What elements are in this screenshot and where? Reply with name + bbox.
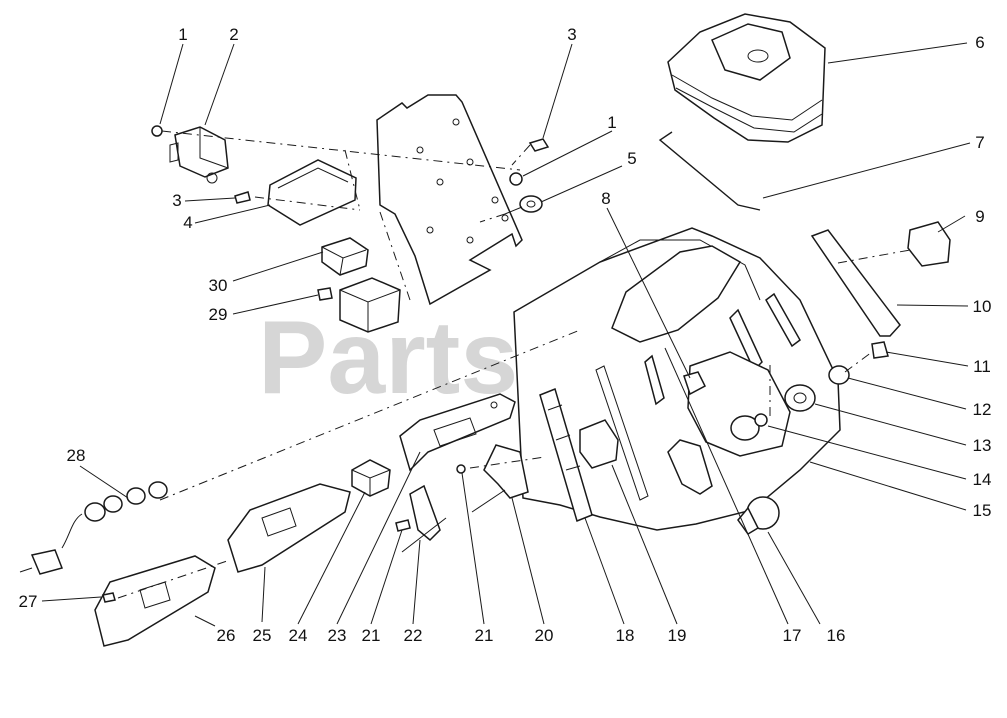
lever-bracket-part [401,484,447,553]
callout-label: 2 [229,25,238,44]
cap-part [737,496,780,535]
callout-label: 22 [404,626,423,645]
ignition-part [730,413,768,441]
lower-panel-part [94,555,216,647]
dash-housing-part [513,227,841,531]
callout-label: 11 [973,357,991,376]
callout-label: 27 [19,592,38,611]
screw-part [234,191,251,204]
screw-part [102,592,116,603]
callout-label: 29 [209,305,228,324]
callout-label: 3 [567,25,576,44]
callout-label: 8 [601,189,610,208]
mounting-plate [376,94,523,306]
callout-label: 16 [827,626,846,645]
callout-label: 9 [975,207,984,226]
lower-cover-part [227,483,351,573]
callout-label: 18 [616,626,635,645]
callout-label: 5 [627,149,636,168]
relay-part [169,126,229,184]
callout-label: 6 [975,33,984,52]
cover-part [267,159,357,226]
screw-part [528,138,550,152]
leader-lines [41,42,971,627]
bezel-strip-part [810,229,901,337]
harness-part [19,481,168,575]
toggle-switch-part [351,459,391,497]
rod-part [658,131,761,211]
bracket-part [579,365,649,501]
callout-label: 26 [217,626,236,645]
callout-label: 15 [973,501,992,520]
callout-label: 1 [178,25,187,44]
shift-boot-part [667,13,826,143]
callout-label: 4 [183,213,192,232]
pedal-bracket-part [471,444,529,513]
callout-label: 10 [973,297,992,316]
nut-part [151,125,163,137]
bushing-part [504,195,543,215]
nut-part [509,172,523,186]
callout-label: 20 [535,626,554,645]
callout-label: 13 [973,436,992,455]
callout-label: 30 [209,276,228,295]
callout-label: 14 [973,470,992,489]
washer-part [784,365,850,412]
panel-part [539,387,593,523]
callout-label: 23 [328,626,347,645]
callout-label: 28 [67,446,86,465]
callout-label: 3 [172,191,181,210]
callout-labels: 1 2 3 1 5 6 7 3 4 8 9 30 10 29 11 12 13 … [19,25,992,645]
clip-part [871,341,889,359]
callout-label: 25 [253,626,272,645]
callout-label: 24 [289,626,308,645]
callout-label: 21 [475,626,494,645]
switch-part [907,221,951,267]
callout-label: 19 [668,626,687,645]
pin-part [456,464,466,474]
callout-label: 1 [607,113,616,132]
pin-part [395,519,411,532]
callout-label: 21 [362,626,381,645]
flasher-part [321,237,369,276]
callout-label: 17 [783,626,802,645]
connector-part [317,277,401,333]
assembly-lines [117,130,911,599]
callout-label: 12 [973,400,992,419]
callout-label: 7 [975,133,984,152]
